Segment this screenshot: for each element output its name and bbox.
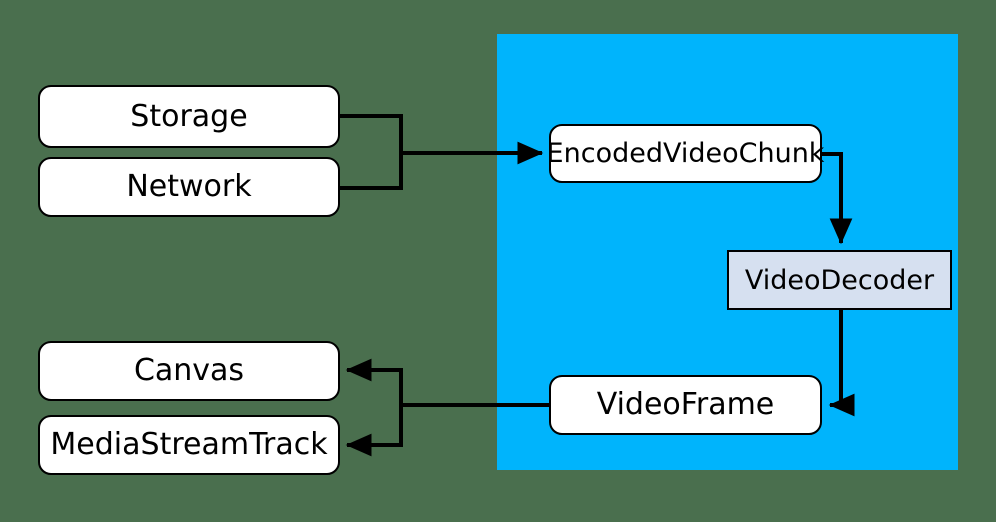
node-videodecoder-label: VideoDecoder: [744, 264, 935, 296]
node-network-label: Network: [126, 169, 252, 204]
node-videoframe-label: VideoFrame: [596, 387, 775, 422]
edge-network-to-chunk: [340, 153, 403, 190]
node-storage[interactable]: Storage: [38, 85, 340, 148]
edge-decoder-to-frame: [828, 310, 855, 417]
node-canvas-label: Canvas: [133, 353, 245, 388]
node-canvas[interactable]: Canvas: [38, 341, 340, 401]
node-storage-label: Storage: [130, 98, 248, 134]
edge-chunk-to-decoder: [822, 152, 853, 245]
edge-storage-to-chunk: [340, 114, 403, 153]
edge-frame-to-mediastream: [345, 405, 403, 457]
node-encodedvideochunk-label: EncodedVideoChunk: [546, 138, 825, 169]
node-mediastreamtrack-label: MediaStreamTrack: [50, 427, 328, 462]
node-videoframe[interactable]: VideoFrame: [549, 375, 822, 435]
node-encodedvideochunk[interactable]: EncodedVideoChunk: [546, 124, 825, 183]
node-network[interactable]: Network: [38, 157, 340, 217]
node-videodecoder[interactable]: VideoDecoder: [727, 250, 952, 310]
edge-frame-to-canvas: [345, 358, 549, 407]
node-mediastreamtrack[interactable]: MediaStreamTrack: [38, 415, 340, 475]
